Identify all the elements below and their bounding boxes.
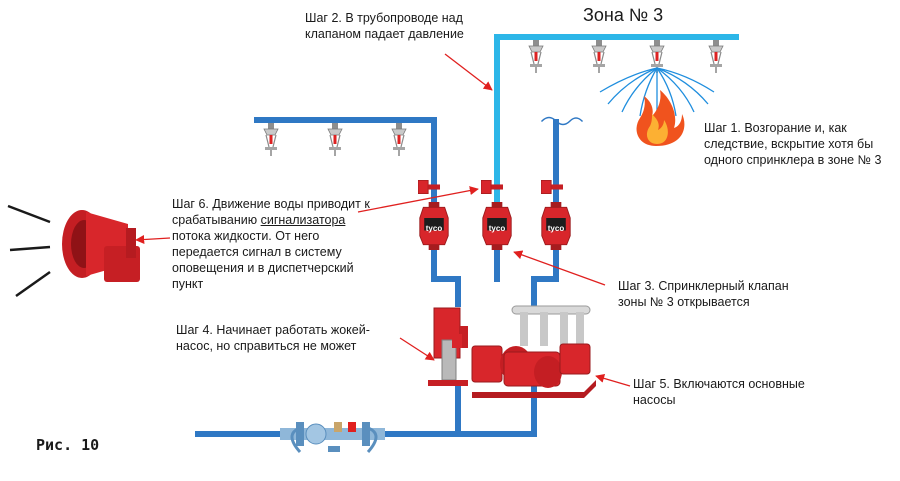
arrow-step3	[513, 250, 606, 286]
step-6-label: Шаг 6. Движение воды приводит к срабатыв…	[172, 196, 378, 292]
sprinkler-head	[391, 123, 407, 157]
pipe-zone-3	[494, 34, 739, 210]
arrow-step5	[595, 373, 631, 387]
arrow-step6-horn	[135, 234, 171, 245]
step-4-label: Шаг 4. Начинает работать жокей-насос, но…	[176, 323, 370, 353]
sprinkler-head	[528, 40, 544, 74]
sprinkler-head	[708, 40, 724, 74]
sprinkler-valves: tyco tyco tyco	[419, 202, 571, 250]
flow-switch-zone-2	[541, 180, 563, 194]
valve-brand-label: tyco	[426, 224, 443, 233]
sprinkler-head	[263, 123, 279, 157]
step-6-text-a: Шаг 6. Движение воды приводит к срабатыв…	[172, 197, 370, 227]
pipe-zone-2-open-end	[540, 116, 584, 126]
figure-label: Рис. 10	[36, 436, 100, 454]
step-6-text-b: потока жидкости. От него передается сигн…	[172, 229, 354, 291]
valve-brand-label: tyco	[489, 224, 506, 233]
zone-title: Зона № 3	[583, 5, 664, 25]
sprinkler-head	[591, 40, 607, 74]
water-spray	[599, 67, 715, 118]
main-pumps-icon	[471, 305, 596, 398]
valve-brand-label: tyco	[548, 224, 565, 233]
step-1-label: Шаг 1. Возгорание и, как следствие, вскр…	[704, 121, 882, 167]
step-3-label: Шаг 3. Спринклерный клапан зоны № 3 откр…	[618, 279, 789, 309]
sprinkler-head	[327, 123, 343, 157]
flow-switch-term: сигнализатора	[260, 213, 346, 227]
jockey-pump-icon	[428, 307, 468, 386]
sprinklers-zone-3	[528, 40, 724, 74]
arrow-step4	[399, 337, 435, 361]
step-5-label: Шаг 5. Включаются основные насосы	[633, 377, 805, 407]
pipe-zone-2	[531, 119, 559, 282]
fire-icon	[636, 90, 685, 146]
alarm-horn-icon	[7, 204, 140, 298]
flow-switches	[418, 180, 563, 194]
sprinklers-zone-1	[263, 123, 407, 157]
inlet-valve-assembly-icon	[280, 422, 385, 453]
arrow-step6	[357, 186, 479, 213]
pipe-zone-1	[254, 117, 461, 282]
callout-arrows	[135, 53, 631, 387]
step-2-label: Шаг 2. В трубопроводе над клапаном падае…	[305, 11, 464, 41]
arrow-step2	[444, 53, 493, 91]
